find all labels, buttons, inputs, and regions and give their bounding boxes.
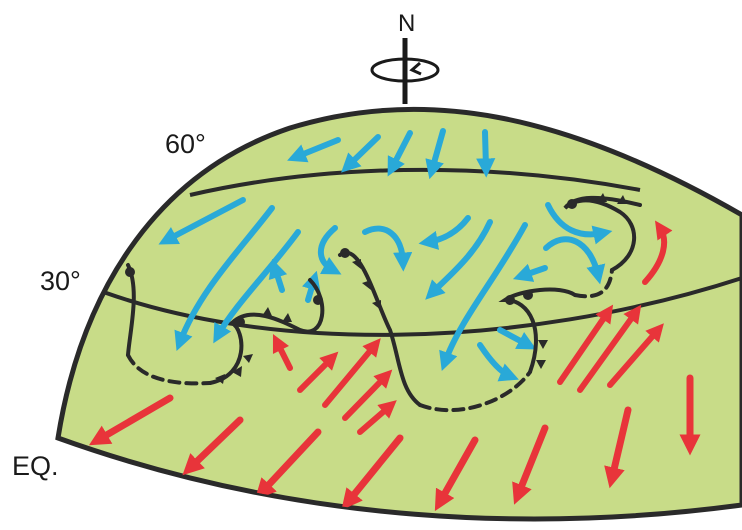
warm-front-bump — [505, 295, 515, 305]
polar-wind-arrow — [485, 132, 486, 168]
warm-front-bump — [313, 295, 323, 305]
equator-label: EQ. — [12, 453, 59, 480]
warm-front-bump — [125, 267, 135, 277]
warm-front-bump — [235, 317, 245, 327]
latitude-30-label: 30° — [40, 268, 81, 295]
warm-front-bump — [567, 199, 577, 209]
warm-front-bump — [523, 290, 533, 300]
north-label: N — [398, 12, 415, 36]
warm-front-bump — [340, 248, 350, 258]
latitude-60-label: 60° — [165, 131, 206, 158]
